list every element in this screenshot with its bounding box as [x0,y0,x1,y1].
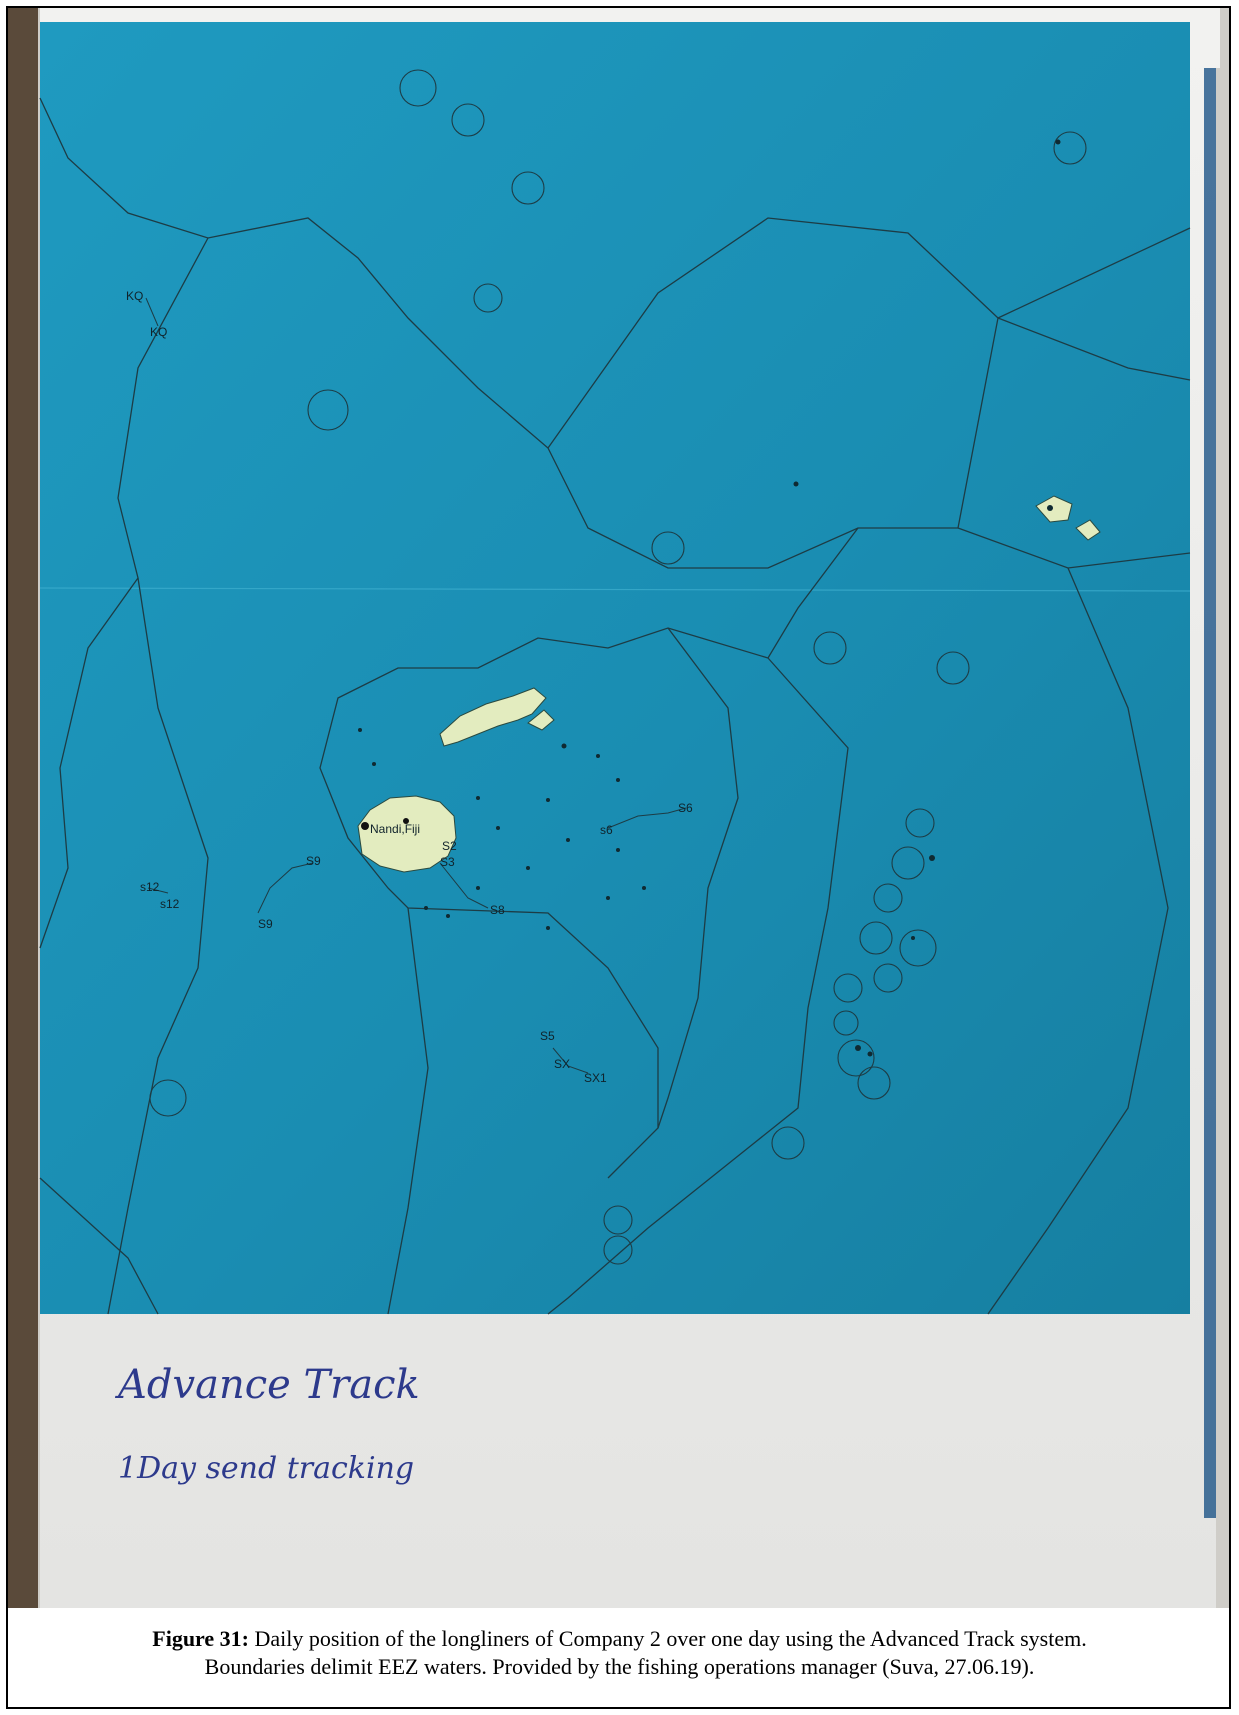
inland-city-dot [403,818,409,824]
right-edge-shadow [1204,68,1216,1518]
eez-circle [837,1039,875,1077]
eez-boundary-fiji-east [657,627,739,1129]
eez-circle [936,651,970,685]
small-islets [358,139,1061,1057]
eez-circle [891,846,925,880]
land-masses [357,495,1101,873]
track-s6 [607,807,687,829]
handwriting-line-1: Advance Track [114,1362,420,1408]
eez-boundary-north [39,97,958,569]
eez-circle [451,103,485,137]
eez-boundary-east-1 [997,227,1191,319]
vessel-label-s12b: s12 [160,897,180,911]
vessel-label-sx: SX [554,1057,570,1071]
eez-circle [899,929,937,967]
track-sx [552,1047,589,1074]
eez-boundary-south [387,907,429,1315]
vessel-label-sx1: SX1 [584,1071,607,1085]
eez-circle [399,69,437,107]
eez-circle [603,1235,633,1265]
east-island-2 [1075,519,1101,541]
vessel-label-s8: S8 [490,903,505,917]
left-edge-shadow [8,8,38,1608]
eez-circle [873,963,903,993]
map-svg: Nandi,Fiji KQ KQ s12 s12 S9 S9 S2 S3 S8 … [8,8,1229,1608]
eez-circle [833,973,863,1003]
eez-circle [905,808,935,838]
track-s9 [257,862,314,914]
eez-circle [1053,131,1087,165]
eez-boundary-north-east [547,217,999,529]
vessel-tracks [145,297,687,1074]
viti-levu-island [357,795,457,873]
eez-circle [813,631,847,665]
eez-circle [149,1079,187,1117]
vessel-label-s5: S5 [540,1029,555,1043]
eez-boundaries [39,97,1191,1315]
vessel-labels: KQ KQ s12 s12 S9 S9 S2 S3 S8 s6 S6 S5 SX… [126,289,693,1085]
eez-circle [771,1126,805,1160]
right-background [1216,68,1229,1608]
caption-label: Figure 31: [152,1626,250,1651]
eez-boundary-southwest-corner [39,1177,159,1315]
vessel-label-kq-2: KQ [150,325,167,339]
taveuni-island [527,709,555,731]
map-photo: Nandi,Fiji KQ KQ s12 s12 S9 S9 S2 S3 S8 … [8,8,1229,1608]
eez-circle [511,171,545,205]
caption-line-1: Figure 31: Daily position of the longlin… [40,1625,1199,1653]
vessel-label-s2: S2 [442,839,457,853]
eez-circle [603,1205,633,1235]
eez-circle [307,389,349,431]
track-s3-s8 [439,862,489,909]
caption-text: Daily position of the longliners of Comp… [249,1626,1087,1651]
track-kq [145,297,159,327]
eez-circle [473,283,503,313]
eez-boundary-east-2 [997,317,1191,381]
vessel-label-s6b: S6 [678,801,693,815]
eez-boundary-south-west [107,577,209,1315]
paper-fold-line [39,587,1191,592]
nandi-city-dot [361,822,369,830]
eez-circle [651,531,685,565]
figure-frame [6,6,1231,1709]
eez-boundary-south-east [547,657,849,1315]
eez-circle [857,1066,891,1100]
eez-boundary-far-east [987,567,1169,1315]
eez-boundary-west-arc [39,237,209,949]
vessel-label-s12: s12 [140,880,160,894]
handwriting-line-2: 1Day send tracking [118,1451,414,1486]
east-island-1 [1035,495,1073,523]
place-label-nandi: Nandi,Fiji [370,822,420,836]
track-s12 [147,887,169,894]
eez-circle [873,883,903,913]
vessel-label-s9a: S9 [306,854,321,868]
figure-caption: Figure 31: Daily position of the longlin… [40,1625,1199,1681]
eez-circle [833,1010,859,1036]
vanua-levu-island [439,687,547,747]
vessel-label-s6: s6 [600,823,613,837]
eez-circle [859,921,893,955]
ocean-area [40,22,1190,1314]
vessel-label-s9b: S9 [258,917,273,931]
vessel-label-s3: S3 [440,855,455,869]
caption-line-2: Boundaries delimit EEZ waters. Provided … [204,1654,1035,1679]
vessel-label-kq-1: KQ [126,289,143,303]
island-eez-circles [149,69,1087,1265]
